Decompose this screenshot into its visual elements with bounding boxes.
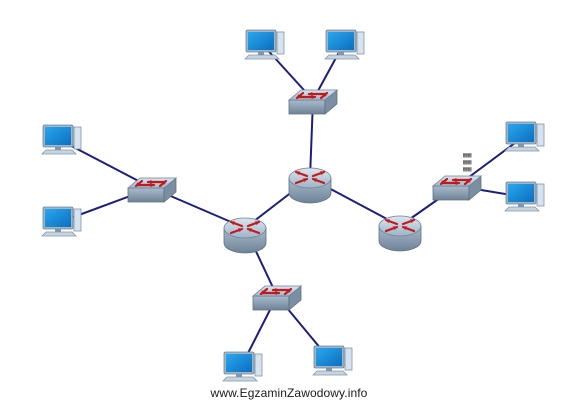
switch-icon [431, 175, 483, 201]
computer-icon [41, 206, 82, 237]
router-icon [223, 217, 267, 254]
devices-layer [41, 29, 545, 382]
links-layer [59, 44, 524, 368]
switch-icon [251, 285, 303, 311]
computer-icon [324, 29, 365, 60]
switch-icon [126, 177, 178, 203]
router-icon [378, 215, 422, 252]
computer-icon [244, 29, 285, 60]
computer-icon [222, 351, 263, 382]
computer-icon [504, 121, 545, 152]
watermark-text: www.EgzaminZawodowy.info [210, 386, 368, 400]
computer-icon [41, 124, 82, 155]
small-scribble-mark: ▦▦▦▦▦▦ [463, 151, 472, 173]
router-icon [288, 167, 332, 204]
switch-icon [287, 89, 339, 115]
computer-icon [504, 181, 545, 212]
computer-icon [312, 345, 353, 376]
